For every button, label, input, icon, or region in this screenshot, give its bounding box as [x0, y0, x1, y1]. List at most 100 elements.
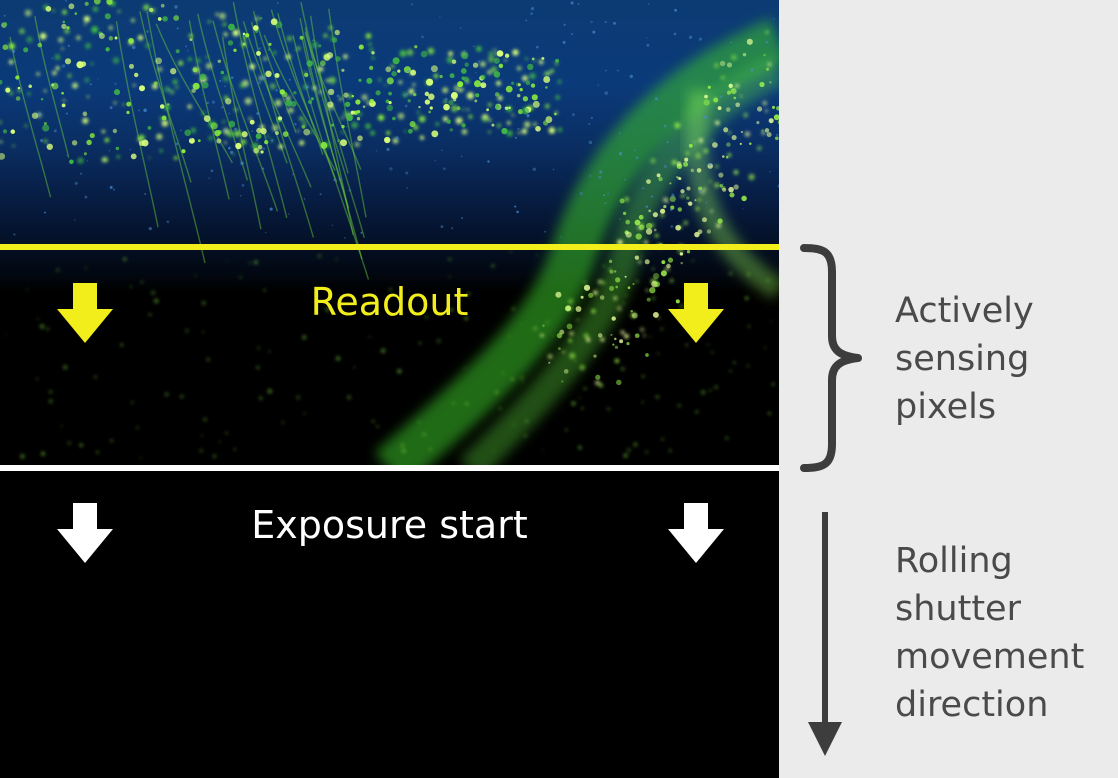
fluorescent-cell — [227, 40, 234, 46]
fluorescent-cell — [452, 402, 455, 405]
fluorescent-cell — [248, 261, 252, 265]
fluorescent-cell — [249, 119, 255, 125]
fluorescent-cell — [453, 98, 457, 102]
fluorescent-cell — [619, 198, 625, 204]
fluorescent-cell — [532, 100, 540, 108]
fluorescent-cell — [543, 71, 549, 77]
fluorescent-cell — [109, 106, 113, 110]
fluorescent-cell — [436, 338, 442, 344]
fluorescent-cell — [708, 388, 712, 393]
fluorescent-cell — [505, 108, 507, 110]
fluorescent-cell — [516, 210, 519, 214]
fluorescent-cell — [397, 69, 401, 73]
fluorescent-cell — [150, 290, 156, 296]
fluorescent-cell — [295, 395, 301, 400]
fluorescent-cell — [65, 0, 68, 2]
fluorescent-cell — [611, 316, 616, 321]
fluorescent-cell — [353, 110, 358, 115]
fluorescent-cell — [675, 175, 679, 179]
fluorescent-cell — [89, 133, 95, 139]
fluorescent-cell — [369, 98, 375, 104]
fluorescent-cell — [671, 159, 678, 166]
fluorescent-cell — [57, 37, 64, 43]
fluorescent-cell — [366, 77, 373, 84]
fluorescent-cell — [677, 334, 680, 337]
fluorescent-cell — [233, 48, 237, 53]
fluorescent-cell — [258, 81, 261, 85]
fluorescent-cell — [172, 79, 178, 85]
fluorescent-cell — [84, 266, 88, 269]
fluorescent-cell — [348, 189, 352, 192]
fluorescent-cell — [666, 263, 671, 269]
fluorescent-cell — [616, 379, 622, 386]
fluorescent-cell — [248, 116, 253, 121]
fluorescent-cell — [350, 110, 355, 115]
fluorescent-cell — [105, 47, 110, 52]
fluorescent-cell — [651, 195, 654, 198]
fluorescent-cell — [420, 50, 428, 58]
fluorescent-cell — [148, 226, 152, 231]
dendrite-streak — [155, 23, 233, 164]
fluorescent-cell — [494, 104, 500, 110]
fluorescent-cell — [633, 442, 638, 447]
fluorescent-cell — [285, 96, 291, 101]
fluorescent-cell — [335, 355, 341, 362]
fluorescent-cell — [217, 59, 221, 63]
fluorescent-cell — [617, 239, 623, 246]
fluorescent-cell — [594, 380, 601, 386]
fluorescent-cell — [512, 423, 516, 427]
fluorescent-cell — [392, 116, 396, 121]
fluorescent-cell — [521, 107, 530, 115]
fluorescent-cell — [108, 36, 114, 41]
fluorescent-cell — [480, 74, 486, 80]
fluorescent-cell — [644, 240, 649, 245]
fluorescent-cell — [610, 333, 613, 336]
fluorescent-cell — [358, 78, 362, 82]
fluorescent-cell — [451, 105, 459, 112]
fluorescent-cell — [509, 250, 512, 253]
fluorescent-cell — [311, 41, 319, 49]
fluorescent-cell — [764, 109, 768, 113]
fluorescent-cell — [429, 106, 433, 110]
fluorescent-cell — [722, 155, 725, 158]
fluorescent-cell — [223, 128, 227, 132]
fluorescent-cell — [639, 327, 645, 332]
fluorescent-cell — [572, 113, 575, 116]
fluorescent-cell — [131, 45, 136, 50]
fluorescent-cell — [202, 417, 208, 422]
fluorescent-cell — [519, 375, 525, 381]
fluorescent-cell — [529, 72, 536, 80]
fluorescent-cell — [400, 443, 405, 448]
fluorescent-cell — [66, 26, 70, 30]
fluorescent-cell — [130, 18, 136, 23]
fluorescent-cell — [683, 161, 689, 167]
fluorescent-cell — [174, 5, 178, 9]
fluorescent-cell — [512, 49, 519, 56]
fluorescent-cell — [228, 112, 231, 115]
fluorescent-cell — [302, 119, 307, 123]
fluorescent-cell — [579, 192, 583, 196]
fluorescent-cell — [275, 89, 279, 92]
fluorescent-cell — [670, 225, 674, 228]
fluorescent-cell — [742, 208, 744, 210]
fluorescent-cell — [686, 201, 689, 204]
fluorescent-cell — [187, 104, 192, 109]
fluorescent-cell — [652, 311, 659, 318]
fluorescent-cell — [654, 97, 658, 101]
fluorescent-cell — [495, 103, 499, 107]
fluorescent-cell — [451, 59, 457, 64]
fluorescent-cell — [606, 406, 611, 412]
fluorescent-cell — [448, 51, 453, 57]
fluorescent-cell — [564, 428, 568, 432]
fluorescent-cell — [85, 42, 91, 49]
fluorescent-cell — [668, 449, 672, 453]
fluorescent-cell — [421, 35, 424, 39]
fluorescent-cell — [696, 168, 702, 173]
fluorescent-cell — [117, 10, 121, 13]
fluorescent-cell — [52, 9, 55, 13]
fluorescent-cell — [24, 124, 28, 128]
fluorescent-cell — [773, 18, 775, 20]
fluorescent-cell — [583, 280, 587, 284]
fluorescent-cell — [129, 148, 132, 151]
fluorescent-cell — [714, 385, 719, 390]
